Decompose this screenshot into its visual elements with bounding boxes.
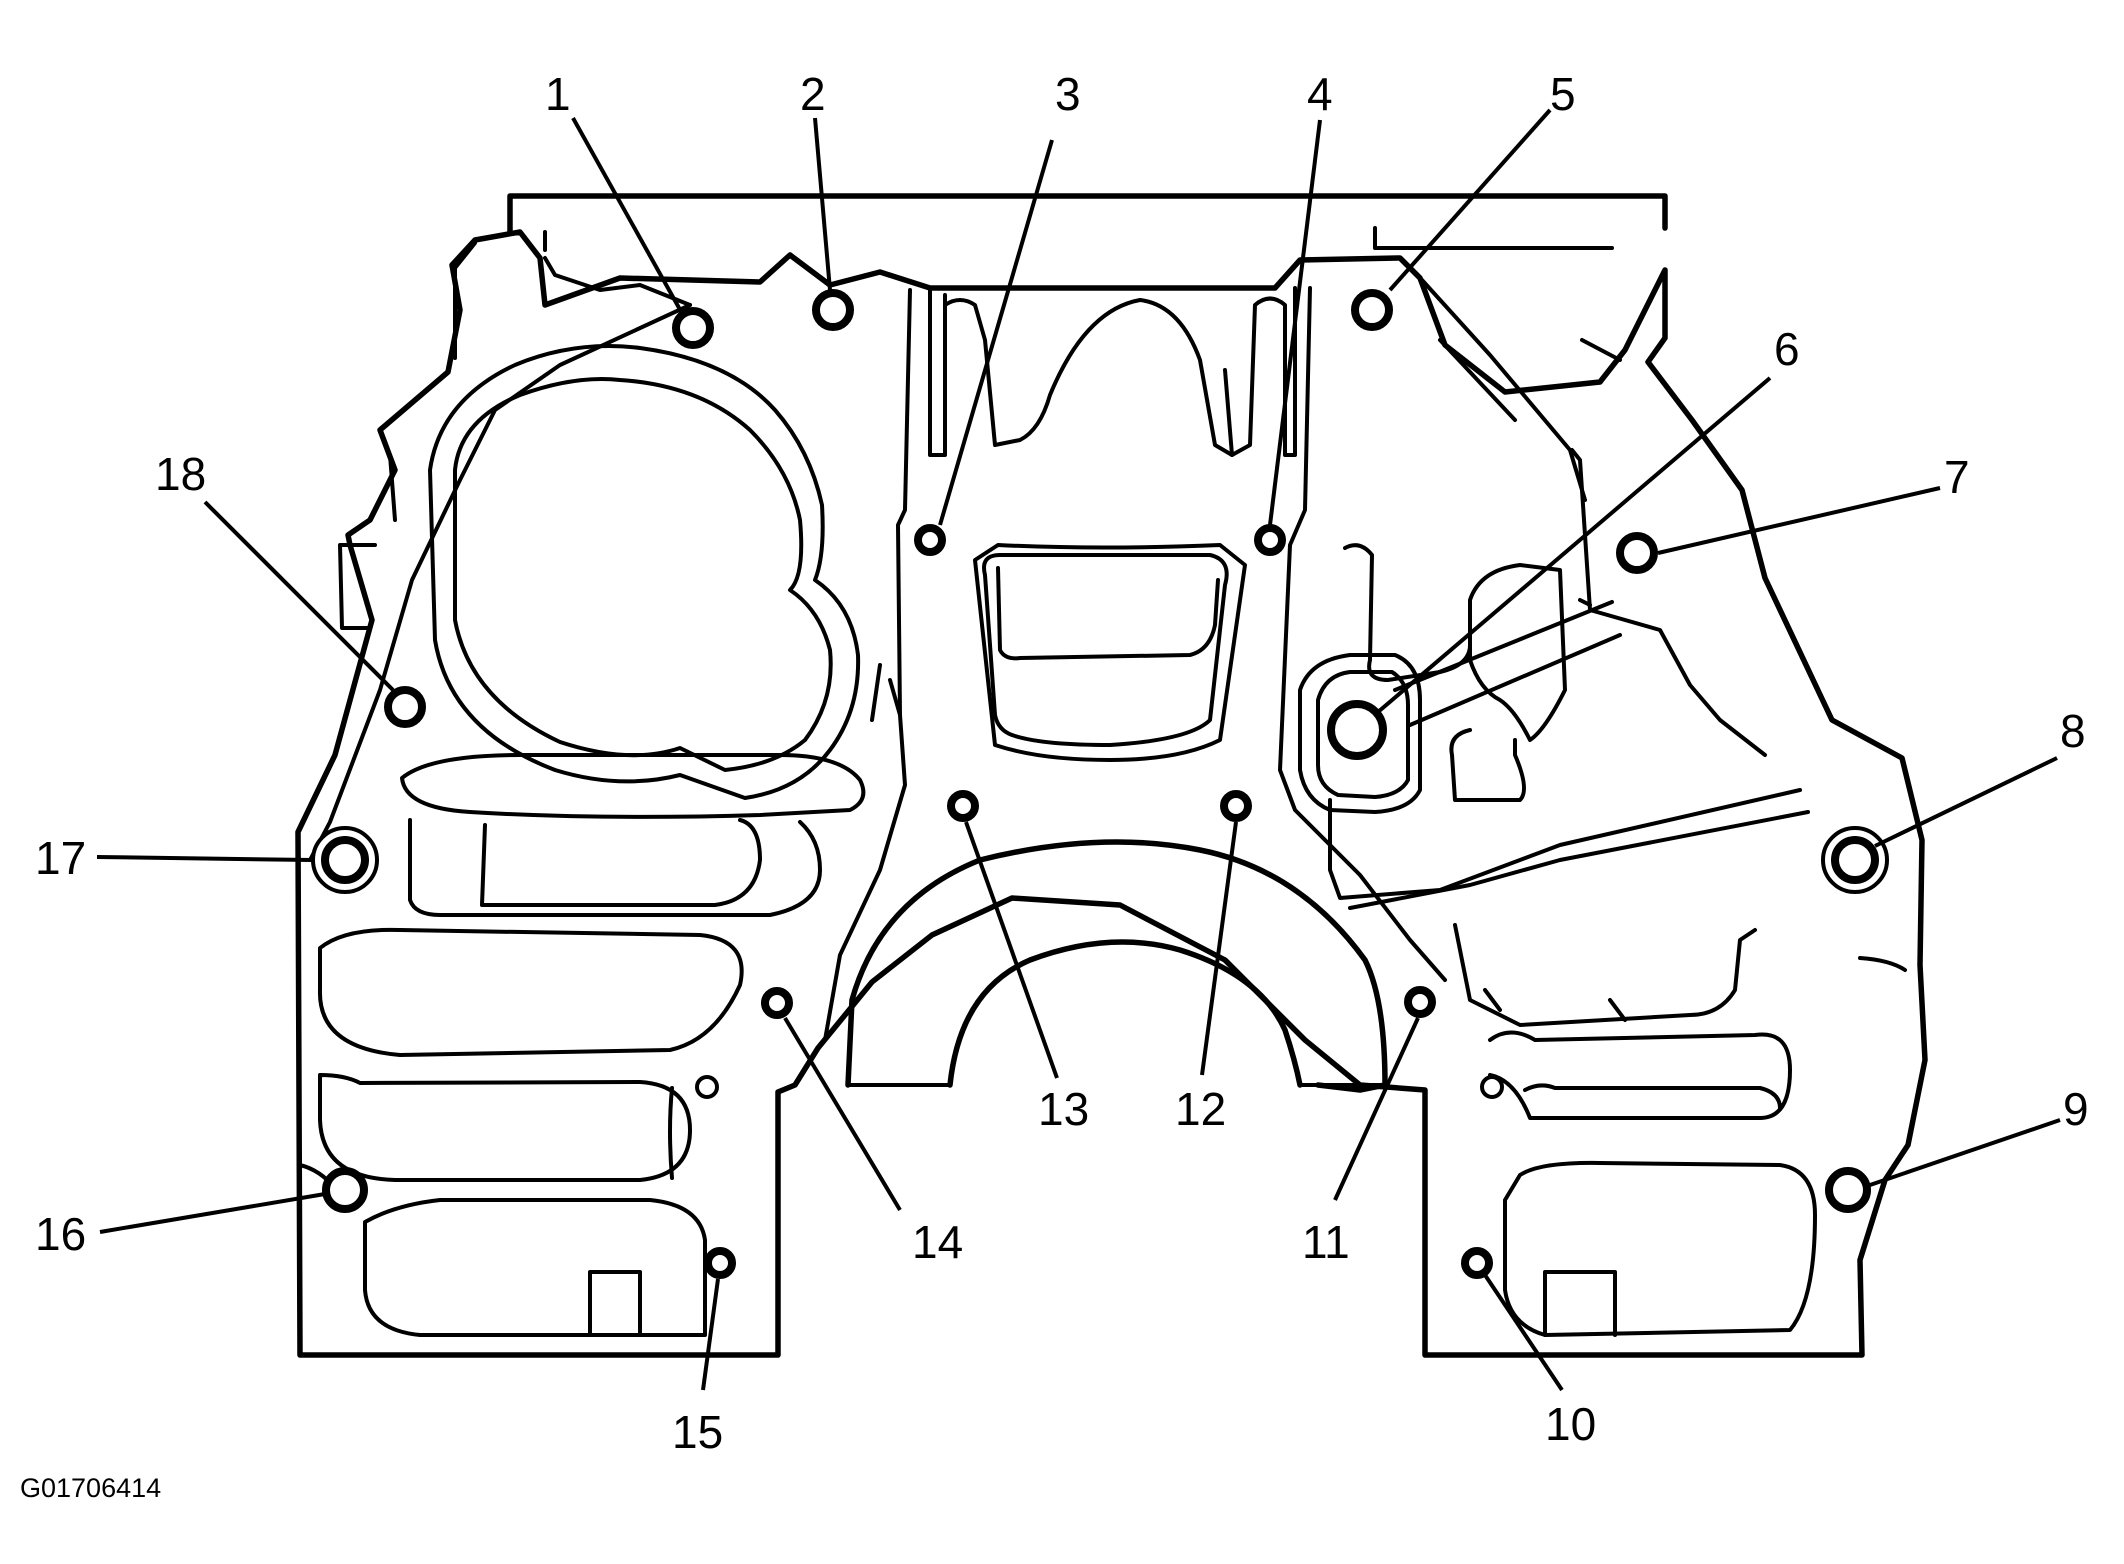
- bolt-hole-1: [672, 307, 714, 349]
- leader-line-17: [96, 855, 313, 862]
- block-outline: [295, 193, 1928, 1358]
- callout-label-12: 12: [1175, 1083, 1226, 1135]
- callout-label-15: 15: [672, 1406, 723, 1458]
- bolt-hole-12: [1220, 790, 1252, 822]
- leader-line-2: [813, 117, 832, 291]
- leader-line-6: [1376, 376, 1772, 714]
- callout-label-10: 10: [1545, 1398, 1596, 1450]
- bolt-hole-13: [947, 790, 979, 822]
- bolt-hole-2: [812, 289, 854, 331]
- figure-id: G01706414: [20, 1473, 162, 1503]
- callout-label-4: 4: [1307, 68, 1333, 120]
- leader-line-4: [1268, 119, 1322, 526]
- bolt-hole-8: [1831, 836, 1879, 884]
- callout-label-3: 3: [1055, 68, 1081, 120]
- bolt-hole-17: [321, 836, 369, 884]
- callout-label-6: 6: [1774, 323, 1800, 375]
- bolt-hole-9: [1825, 1167, 1871, 1213]
- leader-line-16: [99, 1192, 326, 1234]
- callout-label-11: 11: [1302, 1216, 1350, 1268]
- bolt-hole-14: [761, 987, 793, 1019]
- callout-label-18: 18: [155, 448, 206, 500]
- leader-line-11: [1333, 1017, 1420, 1201]
- leader-line-1: [571, 117, 685, 316]
- leader-line-18: [203, 500, 395, 692]
- bolt-hole-11: [1404, 986, 1436, 1018]
- leader-line-15: [701, 1278, 720, 1391]
- bolt-hole-7: [1616, 532, 1658, 574]
- callout-label-17: 17: [35, 832, 86, 884]
- bolt-hole-10: [1461, 1247, 1493, 1279]
- bolt-hole-6: [1327, 700, 1387, 760]
- leader-line-8: [1874, 756, 2058, 848]
- leader-line-12: [1200, 821, 1238, 1076]
- bolt-holes: [311, 289, 1889, 1279]
- leader-line-5: [1388, 108, 1552, 292]
- callout-label-8: 8: [2060, 705, 2086, 757]
- bolt-hole-4: [1254, 524, 1286, 556]
- callout-labels: 1 2 3 4 5 6 7 8 9 10 11 12 13 14 15 16 1…: [35, 68, 2089, 1458]
- bolt-hole-3: [914, 524, 946, 556]
- leader-line-7: [1657, 486, 1941, 555]
- bolt-hole-18: [384, 686, 426, 728]
- callout-label-13: 13: [1038, 1083, 1089, 1135]
- leader-lines: [96, 108, 2061, 1392]
- bolt-hole-5: [1351, 289, 1393, 331]
- leader-line-14: [783, 1016, 902, 1212]
- callout-label-7: 7: [1944, 451, 1970, 503]
- leader-line-13: [964, 821, 1059, 1079]
- callout-label-2: 2: [800, 68, 826, 120]
- callout-label-9: 9: [2063, 1083, 2089, 1135]
- bolt-hole-15: [704, 1247, 736, 1279]
- callout-label-16: 16: [35, 1208, 86, 1260]
- bolt-hole-16: [322, 1167, 368, 1213]
- leader-line-9: [1869, 1118, 2061, 1187]
- callout-label-5: 5: [1550, 68, 1576, 120]
- callout-label-14: 14: [912, 1216, 963, 1268]
- leader-line-10: [1483, 1273, 1564, 1392]
- callout-label-1: 1: [545, 68, 571, 120]
- leader-line-3: [938, 139, 1054, 526]
